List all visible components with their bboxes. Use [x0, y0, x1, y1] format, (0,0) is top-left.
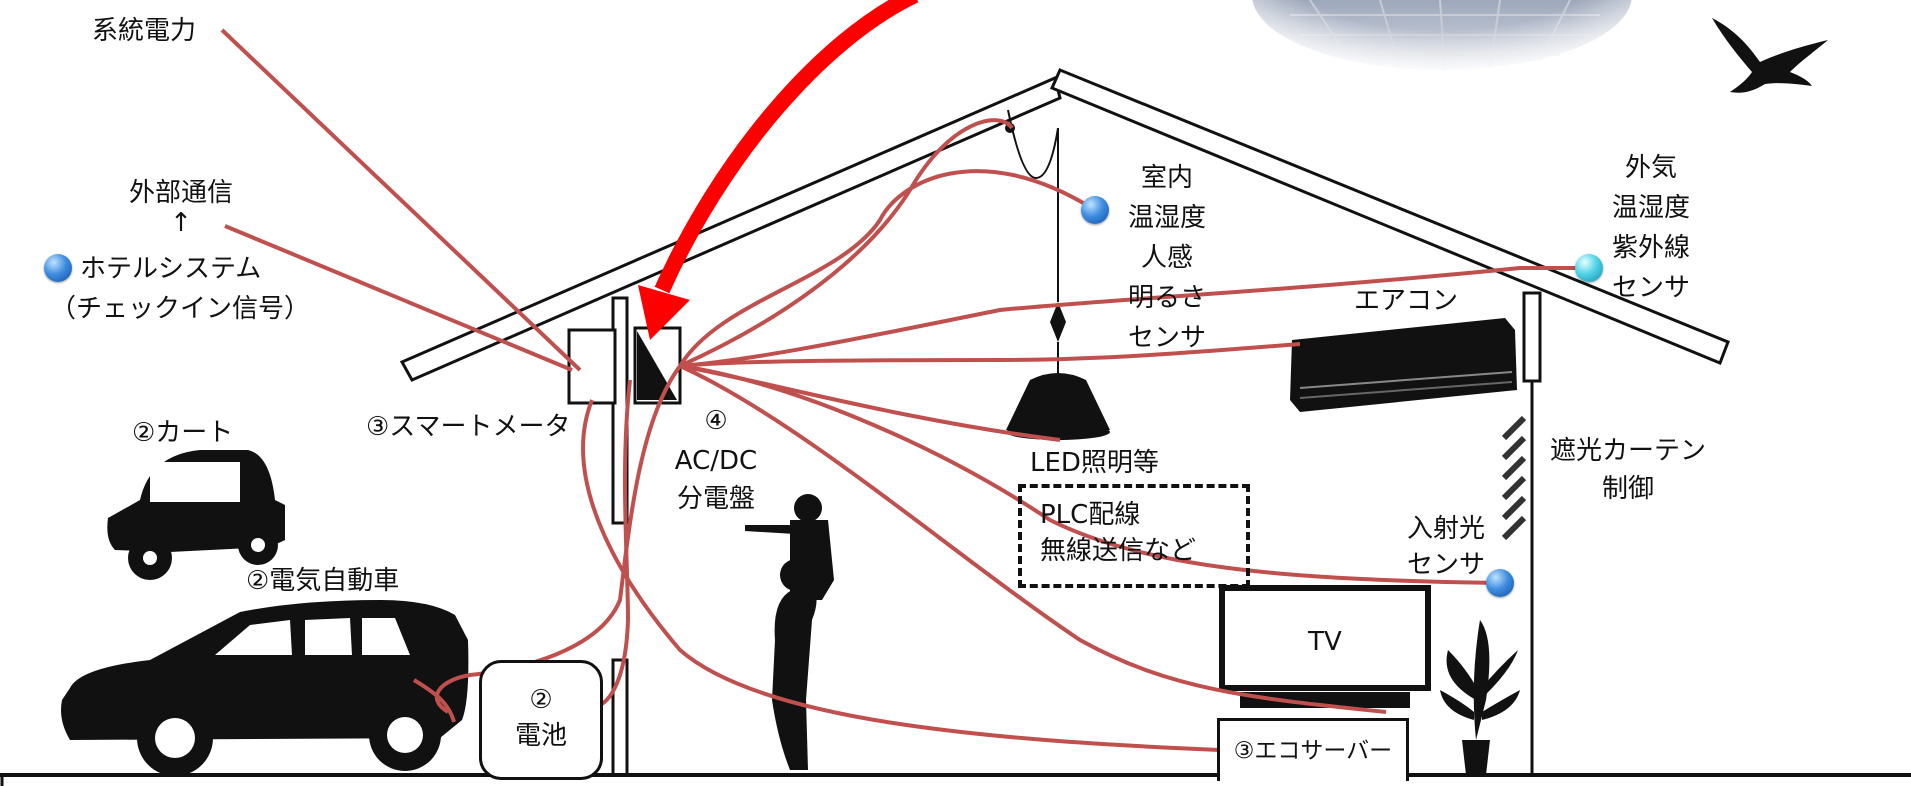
- sensor-dot-hotel: [44, 254, 72, 282]
- panel-name-label: 分電盤: [676, 484, 755, 514]
- panel-acdc-label: AC/DC: [674, 446, 758, 476]
- plc-label: PLC配線: [1040, 500, 1141, 530]
- grid-power-label: 系統電力: [92, 16, 197, 46]
- indoor-sensor-line: 温湿度: [1127, 203, 1206, 233]
- curtain-control-label: 制御: [1601, 474, 1654, 504]
- plant-silhouette: [1440, 620, 1520, 775]
- house-walls: [611, 291, 1542, 777]
- hotel-system-label: ホテルシステム: [80, 254, 262, 284]
- wiring: [220, 28, 1585, 752]
- solar-power-arrow: [638, 0, 919, 340]
- battery-number: ②: [529, 685, 553, 715]
- indoor-sensor-line: 室内: [1140, 163, 1193, 193]
- eco-server-box: ③エコサーバー: [1217, 718, 1409, 781]
- indoor-sensor-line: センサ: [1127, 323, 1206, 353]
- panel-number: ④: [704, 406, 728, 436]
- eco-server-label: ③エコサーバー: [1233, 738, 1393, 764]
- aircon-label: エアコン: [1354, 286, 1459, 316]
- outdoor-sensor-line: センサ: [1611, 273, 1690, 303]
- tv-label: TV: [1308, 627, 1342, 657]
- sensor-dot-indoor: [1081, 196, 1109, 224]
- car-silhouette: [61, 600, 469, 776]
- battery-label: 電池: [514, 721, 567, 751]
- person-silhouette: [745, 494, 834, 770]
- cart-silhouette: [107, 450, 285, 580]
- external-comm-arrow: ↑: [170, 208, 192, 238]
- tv-screen: [1219, 585, 1431, 708]
- external-comm-label: 外部通信: [128, 178, 233, 208]
- outdoor-sensor-line: 温湿度: [1611, 193, 1690, 223]
- pendant-lamp: [1005, 109, 1110, 440]
- air-conditioner: [1290, 318, 1517, 412]
- outdoor-sensor-line: 紫外線: [1611, 233, 1690, 263]
- solar-panel-image: [1247, 0, 1637, 75]
- curtain-hatch: [1501, 415, 1527, 541]
- battery-box: ② 電池: [479, 660, 603, 780]
- curtain-label: 遮光カーテン: [1549, 436, 1706, 466]
- indoor-sensor-line: 人感: [1140, 243, 1193, 273]
- ev-label: ②電気自動車: [246, 566, 400, 596]
- ground: [0, 773, 1911, 786]
- wireless-label: 無線送信など: [1040, 536, 1197, 566]
- light-sensor-label-2: センサ: [1406, 550, 1485, 580]
- cart-label: ②カート: [132, 418, 234, 448]
- indoor-sensor-label: 室内 温湿度 人感 明るさ センサ: [1112, 158, 1222, 358]
- sensor-dot-outdoor: [1575, 254, 1603, 282]
- indoor-sensor-line: 明るさ: [1127, 283, 1206, 313]
- light-sensor-label: 入射光: [1406, 514, 1485, 544]
- smart-meter-label: ③スマートメータ: [366, 412, 571, 442]
- eagle-silhouette: [1712, 18, 1828, 93]
- led-label: LED照明等: [1030, 448, 1159, 478]
- outdoor-sensor-line: 外気: [1624, 153, 1677, 183]
- sensor-dot-light: [1486, 569, 1514, 597]
- checkin-signal-label: （チェックイン信号）: [50, 294, 311, 324]
- distribution-panel: [633, 326, 682, 405]
- outdoor-sensor-label: 外気 温湿度 紫外線 センサ: [1596, 148, 1706, 308]
- plc-wireless-box: [1018, 484, 1250, 588]
